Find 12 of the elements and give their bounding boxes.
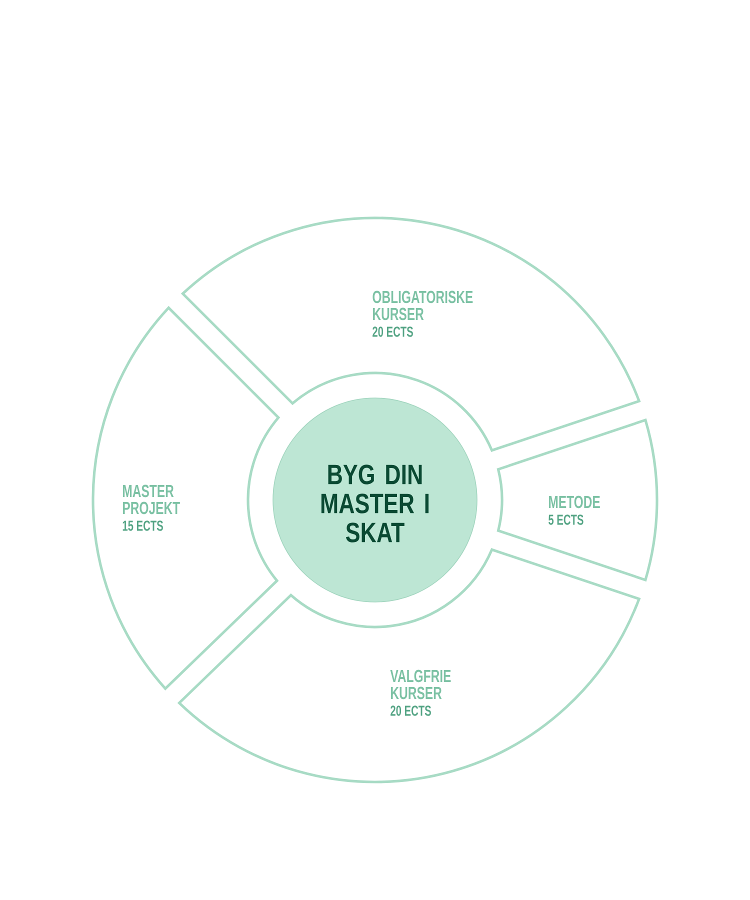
credits-label: 15 ECTS [122,520,163,531]
segment-title: METODE [549,496,600,508]
segment-title: MASTER PROJEKT [123,484,180,514]
credits-label: 20 ECTS [372,326,413,337]
credits-label: 20 ECTS [390,706,431,716]
ring-segment [178,548,640,784]
ring-segment [92,306,280,690]
segment-title: VALGFRIE KURSER [390,670,451,700]
segment-title: OBLIGATORISKE KURSER [372,290,473,320]
ring-segment [182,216,640,452]
credits-label: 5 ECTS [548,514,584,525]
ring-segment [496,418,658,582]
